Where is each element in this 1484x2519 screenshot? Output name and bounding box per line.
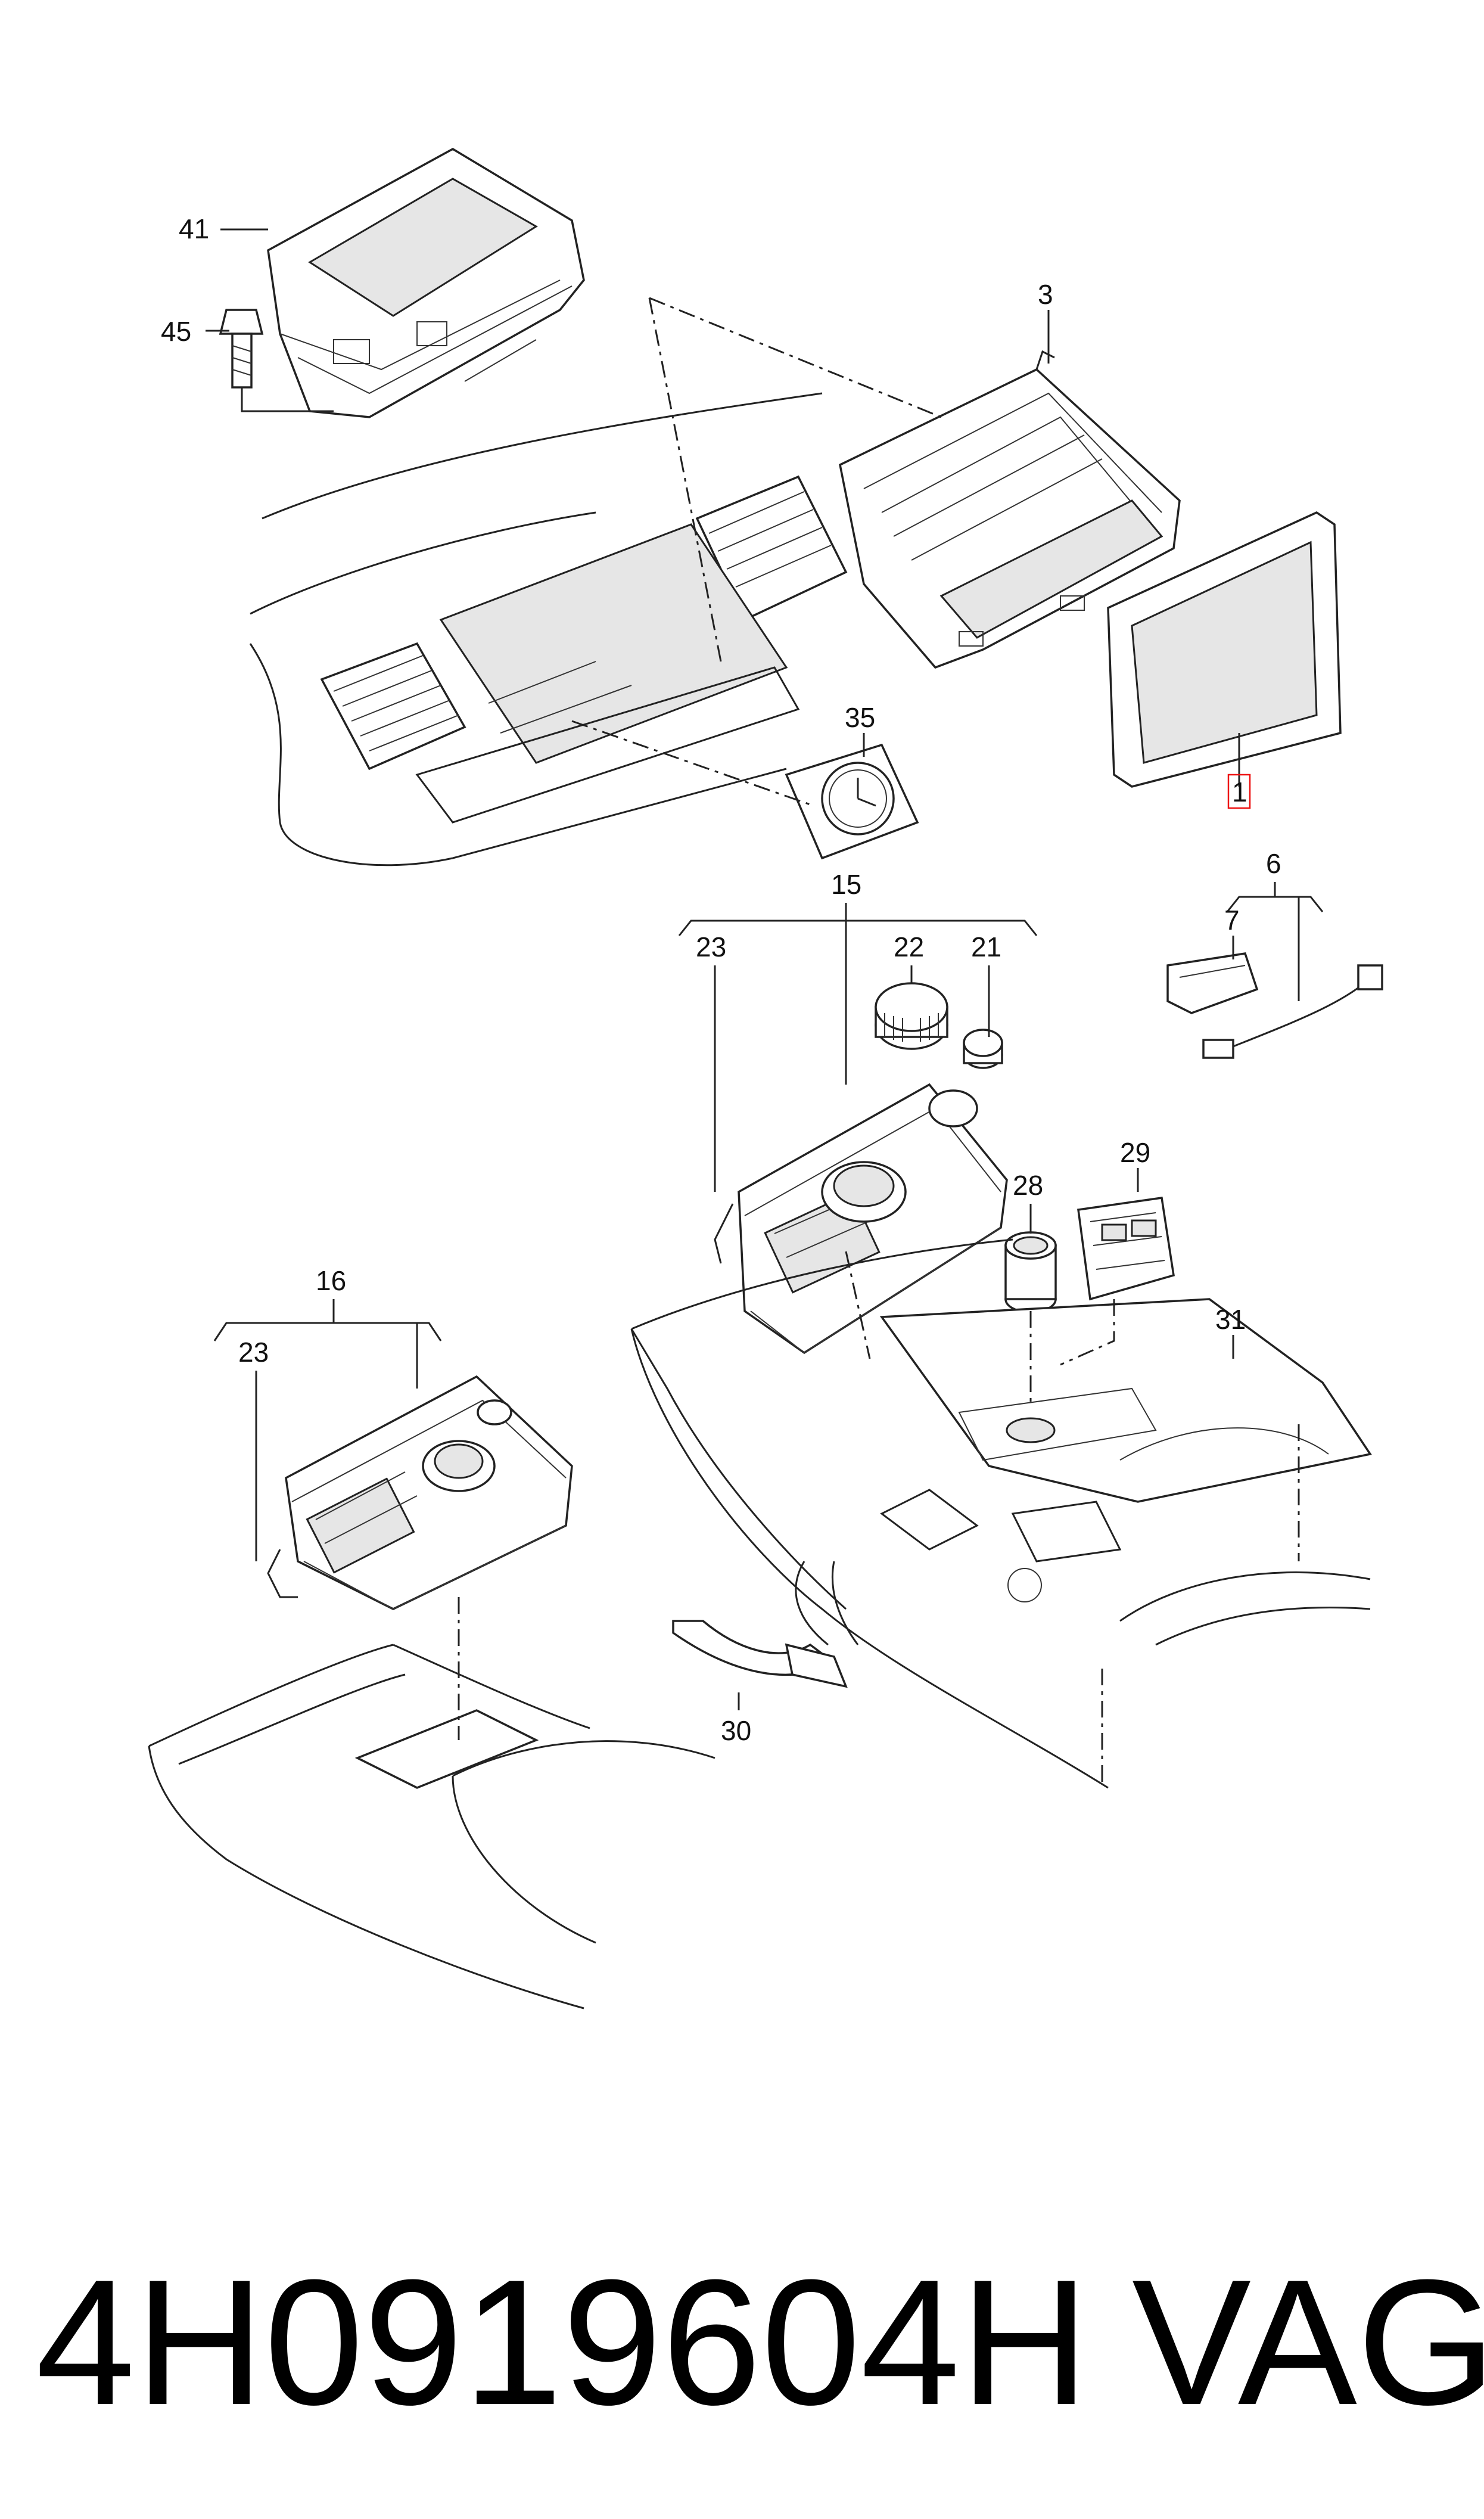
callout-1: 1 (1232, 776, 1247, 807)
callout-45: 45 (161, 316, 191, 347)
callout-31: 31 (1215, 1304, 1246, 1335)
part-number: 4H0919604H (36, 2242, 1090, 2442)
rear-seat (148, 1644, 715, 2009)
callout-21: 21 (971, 931, 1001, 962)
part-41-display-unit (267, 147, 585, 418)
part-28-socket (1004, 1231, 1057, 1313)
part-30-clip (672, 1561, 859, 1688)
part-29-switch-block (1077, 1197, 1175, 1301)
callout-23-front: 23 (696, 931, 726, 962)
part-15-control-panel (714, 1083, 1008, 1355)
callout-15: 15 (831, 869, 861, 900)
part-7-bracket (1166, 952, 1259, 1014)
part-3-mmi-housing (839, 350, 1181, 669)
callout-23-rear: 23 (238, 1337, 269, 1368)
part-16-rear-panel (267, 1375, 573, 1610)
callout-35: 35 (845, 702, 875, 733)
leader-lines (458, 297, 1300, 1788)
callout-41: 41 (179, 213, 209, 244)
callout-3: 3 (1038, 279, 1053, 310)
callout-lines (206, 228, 1324, 1710)
part-35-clock (785, 743, 919, 860)
callout-labels: 41 45 3 35 1 15 23 22 21 6 7 29 28 31 16… (161, 213, 1281, 1746)
part-22-knob (875, 982, 948, 1050)
part-6-cable (1202, 964, 1383, 1059)
callout-22: 22 (894, 931, 924, 962)
callout-29: 29 (1120, 1137, 1150, 1168)
callout-28: 28 (1013, 1170, 1043, 1201)
part-45-screw (219, 309, 334, 412)
highlight-box (1227, 774, 1251, 809)
dashboard-outline (249, 392, 848, 866)
part-21-knob (963, 1029, 1003, 1069)
part-1-screen (1107, 511, 1342, 809)
callout-16: 16 (316, 1265, 346, 1296)
brand-label: VAG (1132, 2242, 1484, 2442)
callout-7: 7 (1224, 905, 1240, 936)
callout-6: 6 (1266, 848, 1281, 879)
part-31-center-console (630, 1238, 1372, 1789)
callout-30: 30 (721, 1715, 751, 1746)
